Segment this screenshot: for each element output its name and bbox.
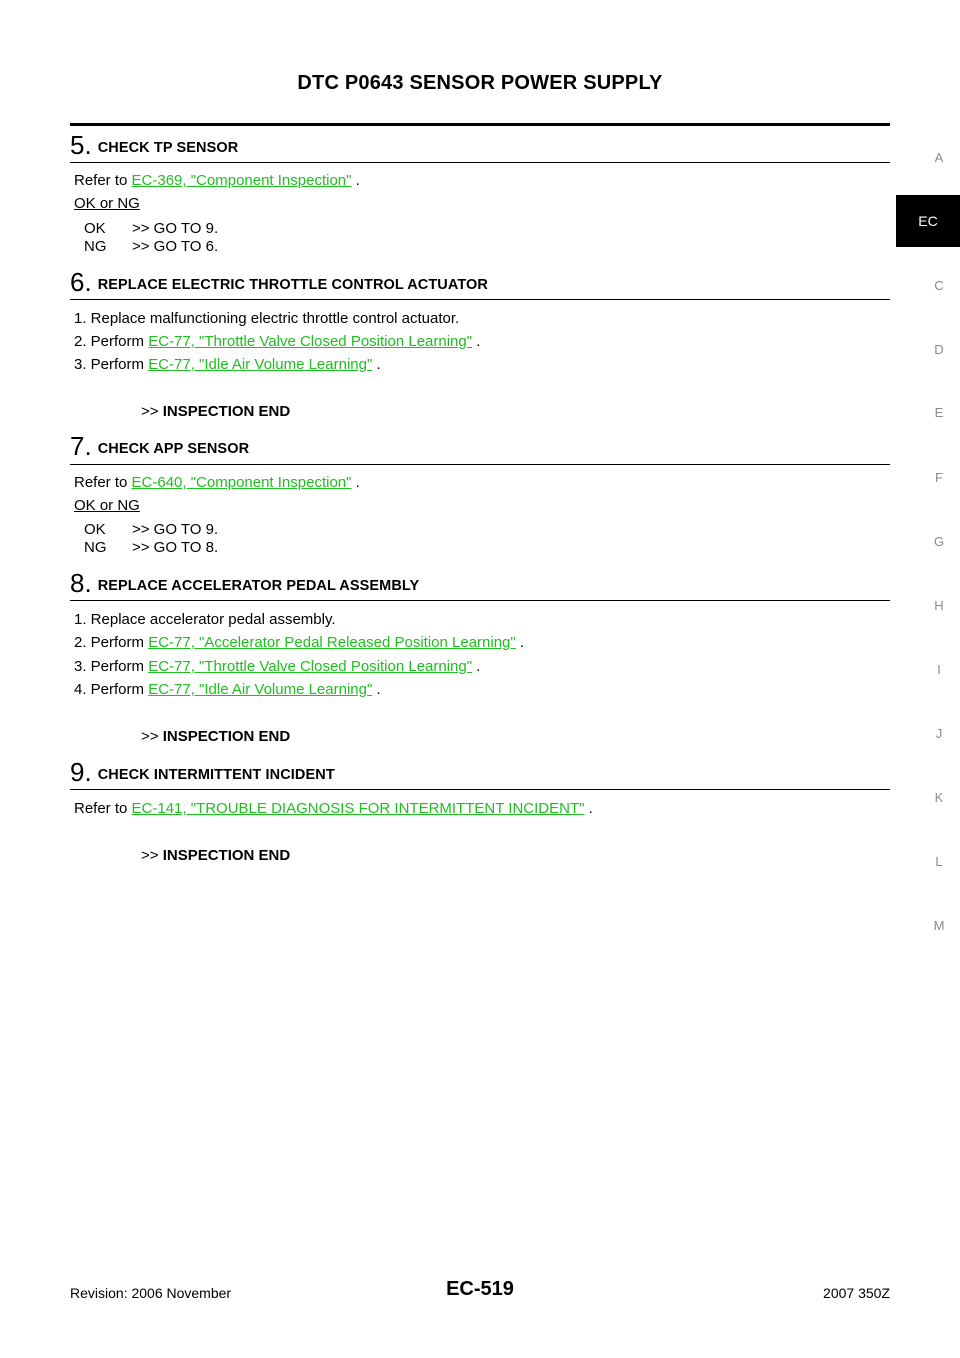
step-number: 5. [70,130,92,160]
side-tab-d[interactable]: D [934,342,944,357]
result-value: >> GO TO 9. [132,521,219,538]
step-9-rule [70,789,890,790]
result-value: >> GO TO 6. [132,238,219,255]
refer-prefix: Refer to [74,800,132,817]
throttle-valve-learning-link[interactable]: EC-77, "Throttle Valve Closed Position L… [148,658,473,675]
result-key: NG [84,238,107,255]
step-5-ok-result: OK >> GO TO 9. [84,220,218,237]
idle-air-volume-learning-link[interactable]: EC-77, "Idle Air Volume Learning" [148,356,373,373]
step-7-reference-link[interactable]: EC-640, "Component Inspection" [131,474,352,491]
end-arrow: >> [141,847,159,864]
item-text: 1. Replace malfunctioning electric throt… [74,310,460,327]
item-suffix: . [472,658,481,675]
step-5-refer: Refer to EC-369, "Component Inspection" … [74,172,360,189]
throttle-valve-learning-link[interactable]: EC-77, "Throttle Valve Closed Position L… [148,333,473,350]
step-9-refer: Refer to EC-141, "TROUBLE DIAGNOSIS FOR … [74,800,593,817]
accelerator-pedal-learning-link[interactable]: EC-77, "Accelerator Pedal Released Posit… [148,634,516,651]
step-5-ng-result: NG >> GO TO 6. [84,238,218,255]
page-title: DTC P0643 SENSOR POWER SUPPLY [297,72,663,94]
step-number: 8. [70,568,92,598]
step-8-item-4: 4. Perform EC-77, "Idle Air Volume Learn… [74,681,381,698]
item-text: 2. Perform [74,333,149,350]
step-6-rule [70,299,890,300]
result-key: OK [84,521,106,538]
step-8-end: >> INSPECTION END [141,728,290,745]
step-6-heading: 6. REPLACE ELECTRIC THROTTLE CONTROL ACTU… [70,267,890,298]
footer-revision: Revision: 2006 November [70,1285,232,1301]
step-title: CHECK TP SENSOR [97,140,239,156]
side-tab-e[interactable]: E [934,405,944,420]
step-title: REPLACE ELECTRIC THROTTLE CONTROL ACTUAT… [97,277,489,293]
side-tab-h[interactable]: H [934,598,944,613]
step-8-rule [70,600,890,601]
result-key: OK [84,220,106,237]
refer-suffix: . [584,800,593,817]
step-8-item-2: 2. Perform EC-77, "Accelerator Pedal Rel… [74,634,524,651]
step-6-item-3: 3. Perform EC-77, "Idle Air Volume Learn… [74,356,381,373]
side-tab-g[interactable]: G [933,534,945,549]
refer-suffix: . [351,474,360,491]
side-tab-j[interactable]: J [935,726,943,741]
item-text: 3. Perform [74,356,149,373]
result-key: NG [84,539,107,556]
side-tab-l[interactable]: L [935,854,943,869]
step-6-end: >> INSPECTION END [141,403,290,420]
item-text: 3. Perform [74,658,149,675]
end-text: INSPECTION END [162,403,291,420]
step-7-ok-ng-label: OK or NG [74,497,140,514]
page-number: EC-519 [446,1278,514,1300]
end-arrow: >> [141,403,159,420]
step-number: 9. [70,757,92,787]
item-text: 4. Perform [74,681,149,698]
item-text: 1. Replace accelerator pedal assembly. [74,611,336,628]
side-tab-m[interactable]: M [933,918,945,933]
step-title: CHECK APP SENSOR [97,441,250,457]
step-7-rule [70,464,890,465]
item-suffix: . [372,356,381,373]
step-8-item-3: 3. Perform EC-77, "Throttle Valve Closed… [74,658,480,675]
side-tab-k[interactable]: K [934,790,944,805]
idle-air-volume-learning-link[interactable]: EC-77, "Idle Air Volume Learning" [148,681,373,698]
side-tab-c[interactable]: C [934,278,944,293]
end-text: INSPECTION END [162,847,291,864]
step-number: 6. [70,267,92,297]
step-6-item-1: 1. Replace malfunctioning electric throt… [74,310,459,327]
item-suffix: . [515,634,525,651]
step-number: 7. [70,431,92,461]
step-5-reference-link[interactable]: EC-369, "Component Inspection" [131,172,352,189]
side-tab-a[interactable]: A [934,150,944,165]
item-suffix: . [372,681,381,698]
refer-prefix: Refer to [74,172,132,189]
step-9-heading: 9. CHECK INTERMITTENT INCIDENT [70,757,890,788]
step-title: CHECK INTERMITTENT INCIDENT [97,767,335,783]
step-title: REPLACE ACCELERATOR PEDAL ASSEMBLY [97,578,420,594]
side-tab-f[interactable]: F [935,470,943,485]
header-rule [70,123,890,126]
result-value: >> GO TO 8. [132,539,219,556]
item-text: 2. Perform [74,634,149,651]
end-arrow: >> [141,728,159,745]
step-5-rule [70,162,890,163]
intermittent-incident-link[interactable]: EC-141, "TROUBLE DIAGNOSIS FOR INTERMITT… [131,800,585,817]
side-tab-ec[interactable]: EC [896,195,960,247]
refer-prefix: Refer to [74,474,132,491]
refer-suffix: . [351,172,360,189]
item-suffix: . [472,333,481,350]
step-7-refer: Refer to EC-640, "Component Inspection" … [74,474,360,491]
step-5-heading: 5. CHECK TP SENSOR [70,130,890,161]
step-7-ng-result: NG >> GO TO 8. [84,539,218,556]
step-8-item-1: 1. Replace accelerator pedal assembly. [74,611,336,628]
end-text: INSPECTION END [162,728,291,745]
step-9-end: >> INSPECTION END [141,847,290,864]
step-7-ok-result: OK >> GO TO 9. [84,521,218,538]
side-tab-i[interactable]: I [937,662,941,677]
step-5-ok-ng-label: OK or NG [74,195,140,212]
step-8-heading: 8. REPLACE ACCELERATOR PEDAL ASSEMBLY [70,568,890,599]
footer-model: 2007 350Z [823,1285,890,1301]
result-value: >> GO TO 9. [132,220,219,237]
step-6-item-2: 2. Perform EC-77, "Throttle Valve Closed… [74,333,480,350]
step-7-heading: 7. CHECK APP SENSOR [70,431,890,462]
